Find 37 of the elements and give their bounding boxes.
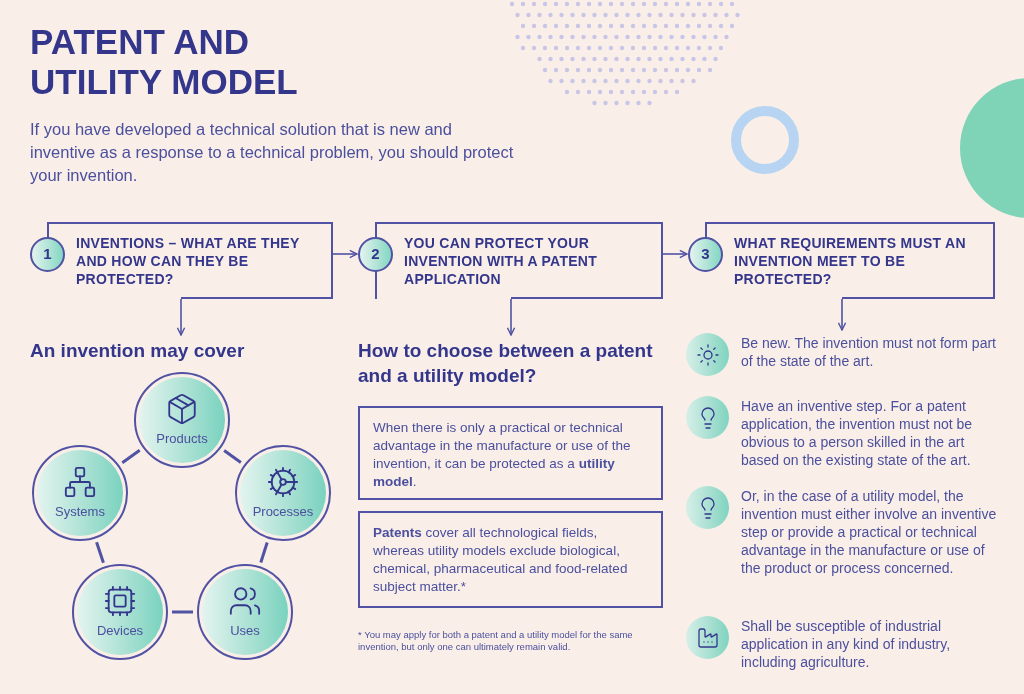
- step-number: 3: [688, 237, 723, 272]
- intro-text: If you have developed a technical solution that is new and inventive as a response to a technical problem, you should protect your invention.: [30, 119, 515, 186]
- step-number: 1: [30, 237, 65, 272]
- step-heading: INVENTIONS – WHAT ARE THEY AND HOW CAN THEY BE PROTECTED?: [76, 234, 301, 288]
- requirement-text: Or, in the case of a utility model, the invention must either involve an inventive step or provide a practical or technical advantage in the manufacture or use of the product or process concerned.: [741, 487, 998, 577]
- category-label: Products: [156, 429, 208, 448]
- section-heading: How to choose between a patent and a utility model?: [358, 338, 663, 388]
- panel-text: When there is only a practical or technical advantage in the manufacture or use of the invention, it can be protected as a utility model.: [373, 419, 632, 491]
- connector-line: [223, 449, 242, 464]
- step-box: [688, 222, 995, 299]
- info-panel: [358, 511, 663, 608]
- connector-line: [121, 449, 141, 464]
- footnote: * You may apply for both a patent and a utility model for the same invention, but only one can ultimately remain valid.: [358, 629, 634, 653]
- arrow: [176, 298, 186, 336]
- connector-line: [172, 610, 193, 614]
- step-box: [30, 222, 333, 299]
- category-label: Processes: [252, 502, 314, 521]
- arrow: [662, 249, 688, 259]
- connector-line: [95, 541, 105, 564]
- title: PATENT AND UTILITY MODEL: [30, 22, 299, 102]
- step-heading: WHAT REQUIREMENTS MUST AN INVENTION MEET TO BE PROTECTED?: [734, 234, 967, 288]
- section-heading: An invention may cover: [30, 338, 330, 363]
- step-heading: YOU CAN PROTECT YOUR INVENTION WITH A PATENT APPLICATION: [404, 234, 599, 288]
- step-box: [358, 222, 663, 299]
- arrow: [837, 298, 847, 331]
- requirement-text: Have an inventive step. For a patent application, the invention must not be obvious to a person skilled in the art based on the existing state of the art.: [741, 397, 974, 469]
- arrow: [506, 298, 516, 336]
- info-panel: [358, 406, 663, 500]
- requirement-text: Shall be susceptible of industrial application in any kind of industry, including agriculture.: [741, 617, 952, 671]
- connector-line: [259, 542, 269, 563]
- category-label: Uses: [230, 621, 260, 640]
- category-label: Systems: [55, 502, 105, 521]
- requirement-text: Be new. The invention must not form part of the state of the art.: [741, 334, 997, 370]
- panel-text: Patents cover all technological fields, whereas utility models exclude biological, chemical, pharmaceutical and food-related subject matter.*: [373, 524, 629, 596]
- step-number: 2: [358, 237, 393, 272]
- category-label: Devices: [96, 621, 144, 640]
- arrow: [332, 249, 358, 259]
